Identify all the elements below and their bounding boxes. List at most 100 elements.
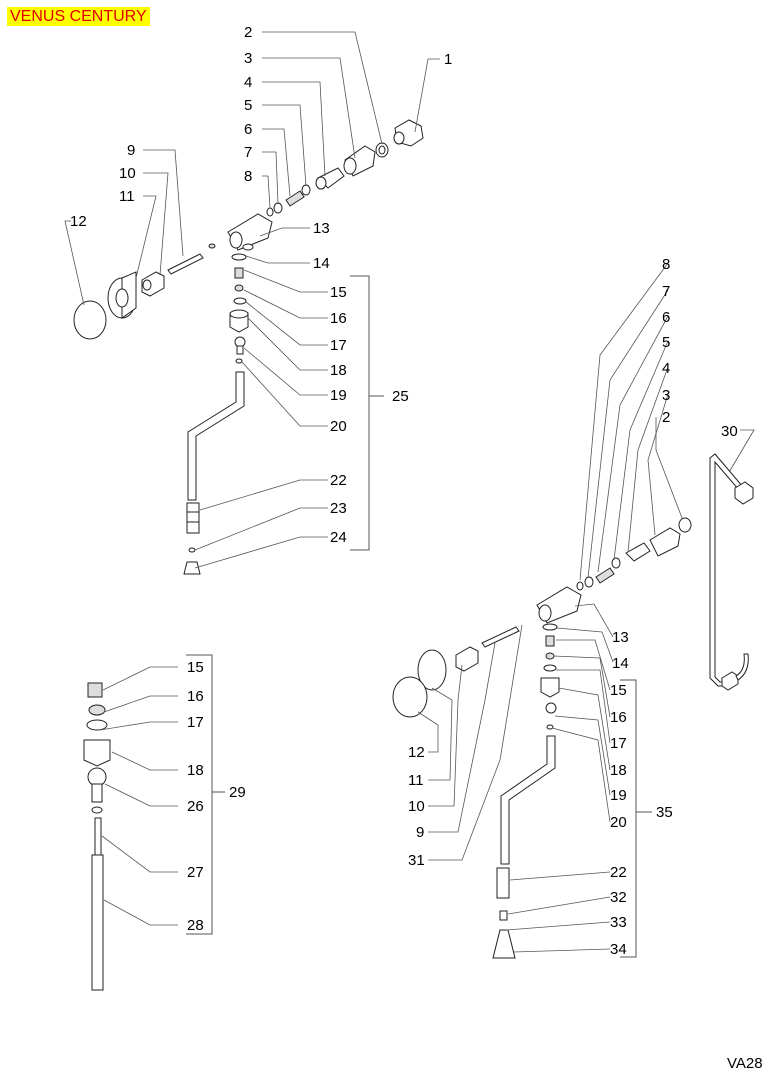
callout-14: 14 xyxy=(612,655,629,672)
callout-22: 22 xyxy=(610,864,627,881)
part-26-ball xyxy=(87,767,107,787)
callout-12: 12 xyxy=(70,213,87,230)
part-18-nut xyxy=(540,677,560,698)
part-16-seat xyxy=(545,652,555,660)
callout-31: 31 xyxy=(408,852,425,869)
oring xyxy=(91,806,103,814)
callout-24: 24 xyxy=(330,529,347,546)
part-30-bend xyxy=(735,653,749,681)
part-3-fitting xyxy=(343,145,376,177)
callout-17: 17 xyxy=(187,714,204,731)
part-13-body xyxy=(227,213,273,251)
callout-10: 10 xyxy=(119,165,136,182)
callout-15: 15 xyxy=(330,284,347,301)
part-32-fitting xyxy=(499,910,508,921)
part-10-nut xyxy=(455,646,479,672)
callout-2: 2 xyxy=(662,409,670,426)
callout-18: 18 xyxy=(610,762,627,779)
part-1-elbow xyxy=(393,119,424,147)
callout-11: 11 xyxy=(408,772,424,789)
callout-3: 3 xyxy=(662,387,670,404)
callout-9: 9 xyxy=(127,142,135,159)
part-8-washer xyxy=(266,207,274,217)
part-17-washer xyxy=(86,719,108,731)
lower-left-assembly: 15 16 17 18 26 27 28 29 xyxy=(83,654,246,991)
callout-19: 19 xyxy=(330,387,347,404)
part-7-nut xyxy=(273,202,283,214)
part-30-nut-bottom xyxy=(721,671,739,691)
callout-3: 3 xyxy=(244,50,252,67)
part-12-cap xyxy=(73,300,107,340)
callout-15: 15 xyxy=(187,659,204,676)
callout-33: 33 xyxy=(610,914,627,931)
part-9-stem xyxy=(167,243,216,275)
callout-18: 18 xyxy=(187,762,204,779)
callout-4: 4 xyxy=(244,74,252,91)
callout-7: 7 xyxy=(662,283,670,300)
callout-17: 17 xyxy=(610,735,627,752)
side-pipe-assembly: 30 xyxy=(709,423,754,691)
callout-6: 6 xyxy=(244,121,252,138)
part-4-fitting xyxy=(315,167,345,190)
part-34-tip xyxy=(492,929,516,959)
part-20-oring xyxy=(235,358,243,364)
callout-16: 16 xyxy=(187,688,204,705)
part-5-washer xyxy=(301,184,311,196)
part-23-oring xyxy=(188,547,196,553)
callout-8: 8 xyxy=(662,256,670,273)
callout-15: 15 xyxy=(610,682,627,699)
callout-8: 8 xyxy=(244,168,252,185)
callout-20: 20 xyxy=(610,814,627,831)
part-19-ball xyxy=(545,702,557,714)
callout-5: 5 xyxy=(662,334,670,351)
callout-7: 7 xyxy=(244,144,252,161)
callout-12: 12 xyxy=(408,744,425,761)
callout-13: 13 xyxy=(612,629,629,646)
part-15-spring xyxy=(545,635,555,647)
part-4-fitting xyxy=(625,542,651,562)
callout-2: 2 xyxy=(244,24,252,41)
pipe xyxy=(500,735,556,865)
part-2-nut xyxy=(678,517,692,533)
callout-16: 16 xyxy=(330,310,347,327)
part-16-seat xyxy=(234,284,244,292)
callout-22: 22 xyxy=(330,472,347,489)
part-14-oring xyxy=(542,623,558,631)
part-16-seat xyxy=(88,704,106,716)
part-26-seat xyxy=(91,783,103,803)
group-callout-35: 35 xyxy=(656,804,673,821)
callout-11: 11 xyxy=(119,188,135,205)
part-22-connector xyxy=(496,867,510,899)
callout-23: 23 xyxy=(330,500,347,517)
part-20-oring xyxy=(546,724,554,730)
callout-4: 4 xyxy=(662,360,670,377)
callout-28: 28 xyxy=(187,917,204,934)
part-6-spring xyxy=(285,190,305,207)
drawing-code: VA28 xyxy=(727,1055,763,1072)
callout-19: 19 xyxy=(610,787,627,804)
part-15-spring xyxy=(87,682,103,698)
callout-5: 5 xyxy=(244,97,252,114)
part-17-washer xyxy=(543,664,557,672)
callout-6: 6 xyxy=(662,309,670,326)
part-30-nut-top xyxy=(734,481,754,505)
group-callout-25: 25 xyxy=(392,388,409,405)
part-7-nut xyxy=(584,576,594,588)
part-18-nut xyxy=(83,739,111,767)
part-10-nut xyxy=(141,271,165,297)
part-11-knob xyxy=(107,271,137,319)
callout-10: 10 xyxy=(408,798,425,815)
right-assembly: 8 7 6 5 4 3 2 13 14 15 16 17 18 19 20 22… xyxy=(392,256,755,959)
part-13-port xyxy=(538,604,552,622)
part-15-spring xyxy=(234,267,244,279)
callout-27: 27 xyxy=(187,864,204,881)
part-24-nozzle xyxy=(183,561,201,575)
callout-30: 30 xyxy=(721,423,738,440)
part-18-nut xyxy=(229,309,249,333)
callout-14: 14 xyxy=(313,255,330,272)
part-17-washer xyxy=(233,297,247,305)
callout-26: 26 xyxy=(187,798,204,815)
part-8-washer xyxy=(576,581,584,591)
callout-1: 1 xyxy=(444,51,452,68)
